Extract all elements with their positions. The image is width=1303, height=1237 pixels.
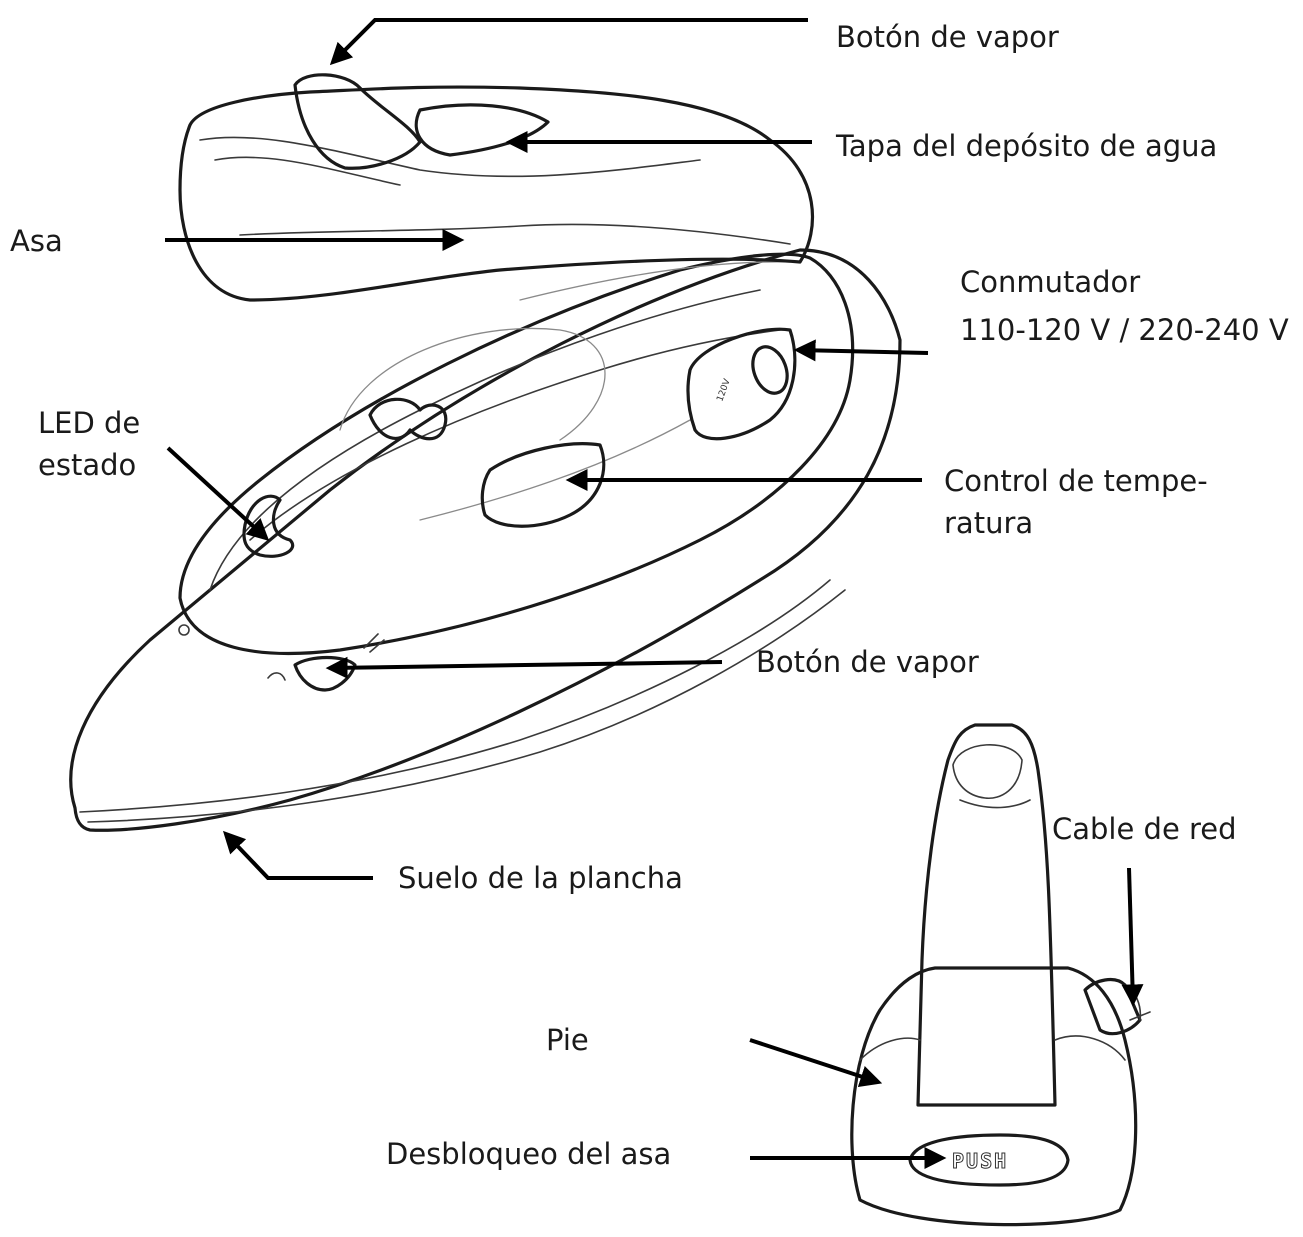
label-water-tank-lid: Tapa del depósito de agua — [836, 129, 1218, 163]
handle-shape — [178, 85, 815, 302]
label-temperature-control-2: ratura — [944, 506, 1034, 540]
iron-body — [178, 252, 855, 656]
label-status-led-1: LED de — [38, 406, 141, 440]
travel-iron: 120V — [69, 73, 902, 832]
label-steam-button-side: Botón de vapor — [756, 645, 979, 679]
base-column — [916, 723, 1057, 1107]
status-led — [242, 494, 295, 558]
steam-slider — [293, 655, 357, 692]
label-soleplate: Suelo de la plancha — [398, 861, 683, 895]
label-foot: Pie — [546, 1023, 589, 1057]
label-handle-release: Desbloqueo del asa — [386, 1137, 672, 1171]
arrow-steam-button-side — [325, 656, 723, 679]
label-temperature-control-1: Control de tempe- — [944, 464, 1208, 498]
top-steam-button — [293, 73, 422, 170]
label-power-cable: Cable de red — [1052, 812, 1237, 846]
label-handle: Asa — [10, 224, 63, 258]
arrow-soleplate — [222, 830, 373, 880]
label-voltage-switch-2: 110-120 V / 220-240 V — [960, 313, 1289, 347]
arrow-steam-button-top — [329, 18, 808, 66]
arrow-foot — [749, 1038, 883, 1087]
callout-arrows — [165, 18, 1144, 1169]
arrow-status-led — [166, 446, 270, 541]
iron-base: PUSH — [850, 723, 1151, 1227]
voltage-switch — [686, 327, 797, 441]
label-voltage-switch-1: Conmutador — [960, 265, 1141, 299]
voltage-mark: 120V — [715, 377, 733, 403]
water-tank-lid — [414, 103, 550, 157]
temperature-dial — [480, 442, 606, 528]
push-text: PUSH — [952, 1149, 1008, 1173]
label-steam-button-top: Botón de vapor — [836, 20, 1059, 54]
arrow-voltage-switch — [793, 339, 929, 362]
base-body — [850, 966, 1138, 1227]
soleplate-shape — [69, 248, 902, 832]
label-status-led-2: estado — [38, 448, 137, 482]
arrow-power-cable — [1121, 867, 1144, 1007]
push-release — [908, 1133, 1070, 1187]
